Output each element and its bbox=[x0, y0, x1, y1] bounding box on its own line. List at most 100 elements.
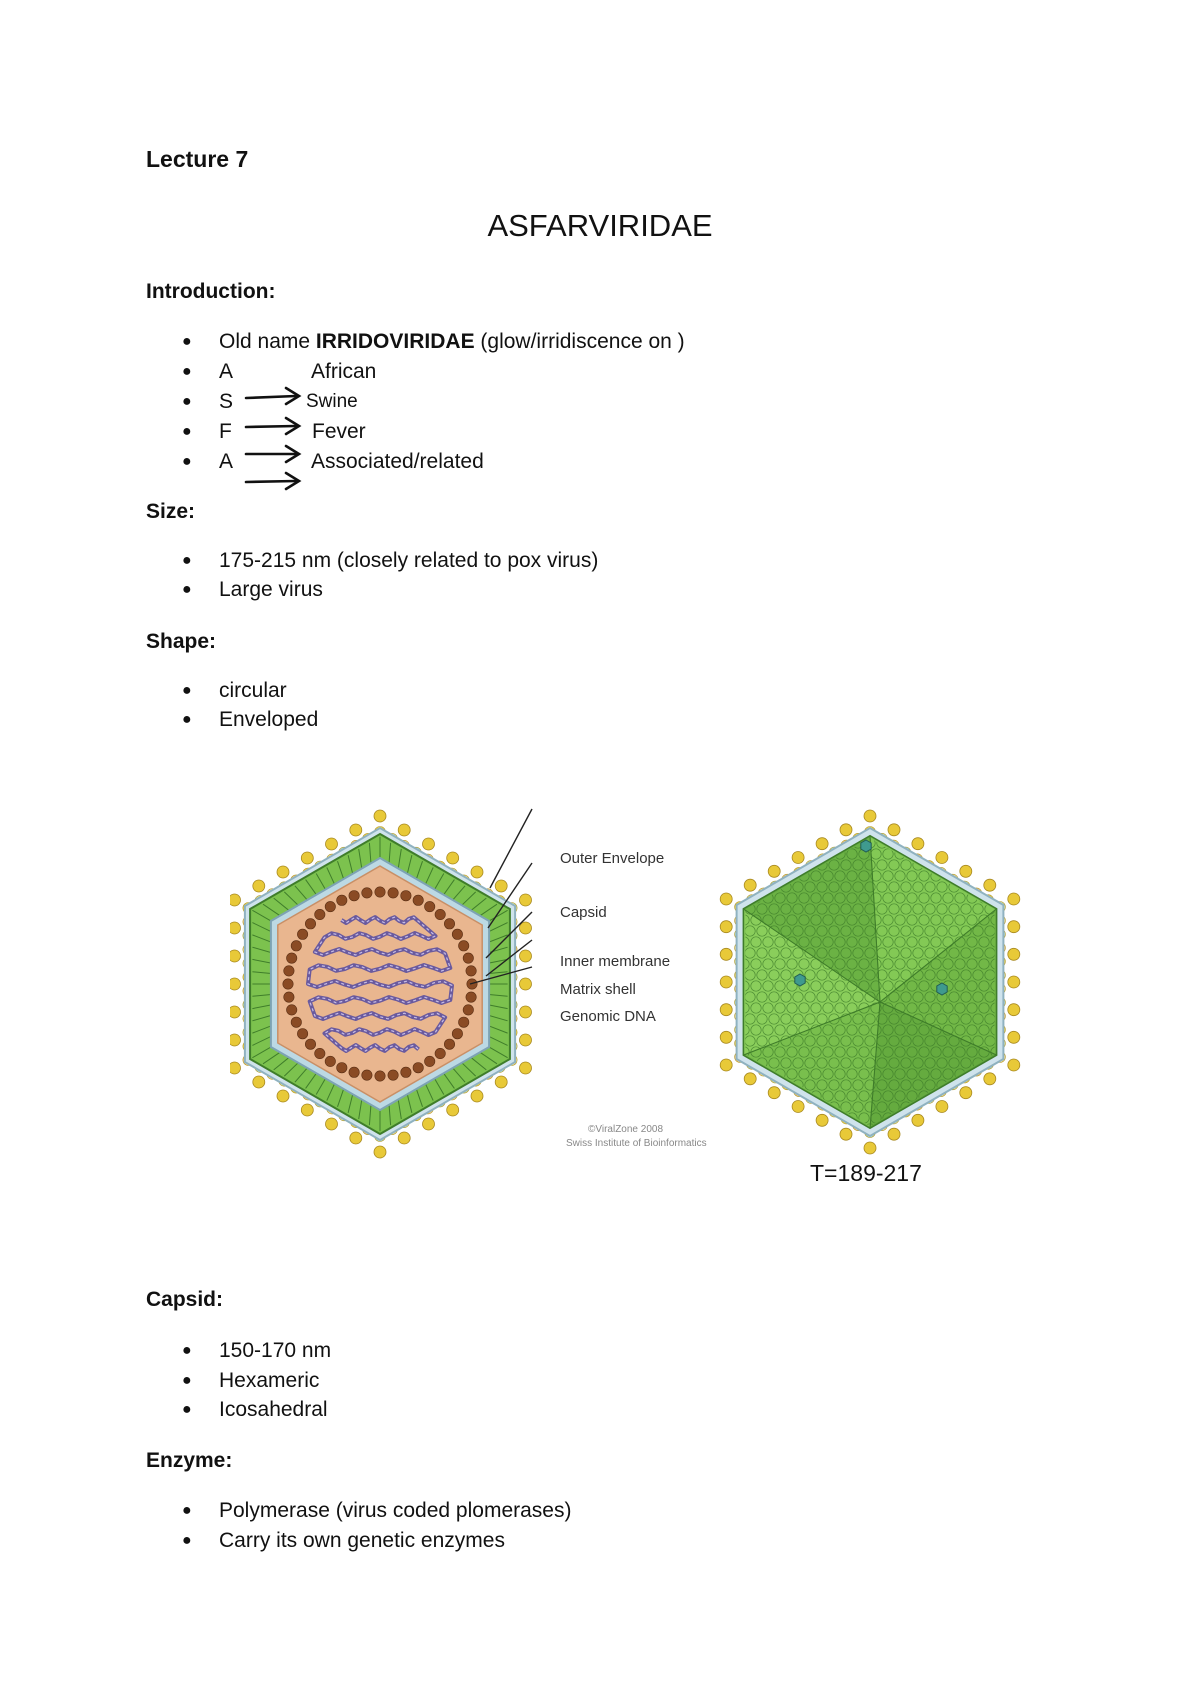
capsomer bbox=[882, 1046, 894, 1058]
capsomer bbox=[780, 991, 792, 1003]
capsomer bbox=[756, 925, 768, 937]
capsomer bbox=[768, 1123, 780, 1126]
capsomer bbox=[936, 925, 948, 937]
capsomer bbox=[822, 1090, 834, 1102]
acronym-word: Associated/related bbox=[311, 450, 484, 473]
label-pointers bbox=[469, 808, 533, 985]
capsomer bbox=[846, 936, 858, 948]
capsomer bbox=[876, 903, 888, 915]
capsomer bbox=[768, 969, 780, 981]
capsomer bbox=[942, 914, 954, 926]
list-item-text: 150-170 nm bbox=[219, 1339, 332, 1362]
capsomer bbox=[852, 991, 864, 1003]
capsomer bbox=[984, 1101, 995, 1113]
capsomer bbox=[852, 947, 864, 959]
capsomer bbox=[750, 980, 762, 992]
capsomer bbox=[906, 1024, 918, 1036]
capsomer bbox=[822, 1068, 834, 1080]
capsomer bbox=[846, 1024, 858, 1036]
capsomer bbox=[745, 1035, 756, 1047]
capsomer bbox=[972, 1123, 984, 1126]
capsomer bbox=[745, 1013, 756, 1025]
capsomer bbox=[906, 936, 918, 948]
capsomer bbox=[972, 969, 984, 981]
capsomer bbox=[942, 1112, 954, 1124]
matrix-bead bbox=[361, 887, 373, 899]
capsomer bbox=[721, 838, 731, 848]
surface-protein bbox=[959, 1086, 973, 1100]
capsomer bbox=[888, 947, 900, 959]
capsomer bbox=[894, 870, 906, 882]
capsomer bbox=[834, 1068, 846, 1080]
capsomer bbox=[846, 1068, 858, 1080]
document-title: ASFARVIRIDAE bbox=[487, 208, 713, 243]
capsomer bbox=[984, 838, 995, 849]
capsomer bbox=[918, 980, 930, 992]
capsomer bbox=[870, 848, 882, 860]
capsomer bbox=[852, 1013, 864, 1025]
capsomer bbox=[756, 1013, 768, 1025]
capsomer bbox=[924, 838, 936, 849]
capsomer bbox=[733, 860, 743, 870]
capsomer bbox=[990, 914, 995, 926]
bullet: ● bbox=[182, 1532, 192, 1549]
capsomer bbox=[960, 1101, 972, 1113]
capsomer bbox=[798, 1068, 810, 1080]
capsomer bbox=[888, 903, 900, 915]
capsomer bbox=[739, 827, 749, 837]
capsomer bbox=[846, 1090, 858, 1102]
capsomer bbox=[810, 1068, 822, 1080]
surface-protein bbox=[446, 851, 460, 865]
capsomer bbox=[786, 1068, 798, 1080]
capsomer bbox=[966, 936, 978, 948]
capsomer bbox=[745, 936, 750, 948]
capsomer bbox=[918, 1024, 930, 1036]
capsomer bbox=[912, 925, 924, 937]
capsomer bbox=[864, 1013, 876, 1025]
capsomer bbox=[906, 1068, 918, 1080]
capsomer bbox=[1003, 827, 1013, 837]
capsomer bbox=[828, 991, 840, 1003]
capsomer bbox=[858, 1068, 870, 1080]
capsomer bbox=[991, 827, 1001, 837]
surface-protein bbox=[276, 865, 290, 879]
capsomer bbox=[870, 1002, 882, 1014]
capsomer bbox=[954, 1112, 966, 1124]
matrix-bead bbox=[314, 1048, 326, 1060]
surface-protein bbox=[1007, 975, 1021, 989]
capsomer bbox=[894, 1024, 906, 1036]
capsomer bbox=[745, 947, 756, 959]
capsomer bbox=[840, 1035, 852, 1047]
capsomer bbox=[816, 991, 828, 1003]
size-heading: Size: bbox=[146, 500, 196, 523]
capsomer bbox=[768, 925, 780, 937]
capsomer bbox=[972, 859, 984, 871]
capsomer bbox=[984, 969, 995, 981]
capsomer bbox=[756, 859, 768, 871]
capsomer bbox=[786, 1112, 798, 1124]
surface-protein bbox=[743, 1072, 757, 1086]
surface-protein bbox=[230, 949, 241, 963]
capsomer bbox=[930, 1046, 942, 1058]
capsomer bbox=[864, 1057, 876, 1069]
capsomer bbox=[870, 1024, 882, 1036]
capsomer bbox=[799, 827, 809, 837]
capsomer bbox=[798, 936, 810, 948]
capsomer bbox=[804, 1057, 816, 1069]
capsomer bbox=[912, 903, 924, 915]
capsomer bbox=[834, 1024, 846, 1036]
capsomer bbox=[840, 947, 852, 959]
capsomer bbox=[997, 1102, 1007, 1112]
capsomer bbox=[978, 1046, 990, 1058]
label-genomic-dna: Genomic DNA bbox=[560, 1008, 656, 1025]
capsomer bbox=[822, 958, 834, 970]
capsomer bbox=[967, 827, 977, 837]
surface-protein bbox=[349, 1131, 363, 1145]
capsomer bbox=[900, 859, 912, 871]
surface-protein bbox=[519, 1005, 532, 1019]
capsomer bbox=[978, 1112, 990, 1124]
surface-protein bbox=[422, 837, 435, 851]
capsomer bbox=[960, 1123, 972, 1126]
surface-protein bbox=[719, 975, 733, 989]
surface-protein bbox=[300, 851, 314, 865]
